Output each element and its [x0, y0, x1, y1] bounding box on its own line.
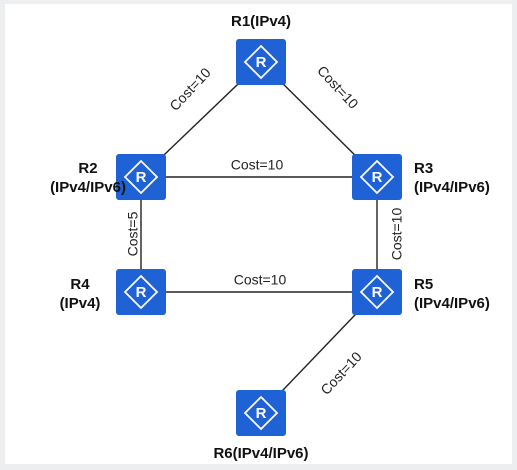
- router-r4: R: [116, 269, 166, 315]
- cost-label-r2-r3: Cost=10: [231, 157, 284, 173]
- router-letter: R: [136, 284, 147, 301]
- router-r2: R: [116, 154, 166, 200]
- router-r1: R: [236, 39, 286, 85]
- router-icon: R: [352, 269, 402, 315]
- router-label-r1-line1: R1(IPv4): [231, 13, 291, 30]
- router-label-r2-line2: (IPv4/IPv6): [50, 179, 126, 196]
- router-label-r4-line1: R4: [70, 276, 90, 293]
- router-label-r3-line2: (IPv4/IPv6): [414, 179, 490, 196]
- nodes-layer: R R R R R R: [116, 39, 402, 436]
- router-letter: R: [372, 169, 383, 186]
- router-label-r5-line2: (IPv4/IPv6): [414, 295, 490, 312]
- router-r6: R: [236, 390, 286, 436]
- router-letter: R: [136, 169, 147, 186]
- router-letter: R: [256, 405, 267, 422]
- cost-label-r1-r3: Cost=10: [314, 62, 362, 111]
- router-icon: R: [352, 154, 402, 200]
- router-r3: R: [352, 154, 402, 200]
- router-label-r3-line1: R3: [414, 160, 433, 177]
- router-label-r4-line2: (IPv4): [60, 295, 101, 312]
- router-label-r6-line1: R6(IPv4/IPv6): [213, 445, 308, 462]
- cost-label-r1-r2: Cost=10: [166, 64, 214, 113]
- router-letter: R: [256, 54, 267, 71]
- router-label-r2-line1: R2: [78, 160, 97, 177]
- router-label-r5-line1: R5: [414, 276, 433, 293]
- router-icon: R: [236, 39, 286, 85]
- cost-label-r4-r5: Cost=10: [234, 272, 287, 288]
- router-icon: R: [116, 154, 166, 200]
- router-icon: R: [236, 390, 286, 436]
- router-r5: R: [352, 269, 402, 315]
- router-icon: R: [116, 269, 166, 315]
- router-letter: R: [372, 284, 383, 301]
- cost-label-r2-r4: Cost=5: [125, 211, 141, 256]
- cost-label-r5-r6: Cost=10: [317, 348, 365, 397]
- cost-label-r3-r5: Cost=10: [389, 208, 405, 261]
